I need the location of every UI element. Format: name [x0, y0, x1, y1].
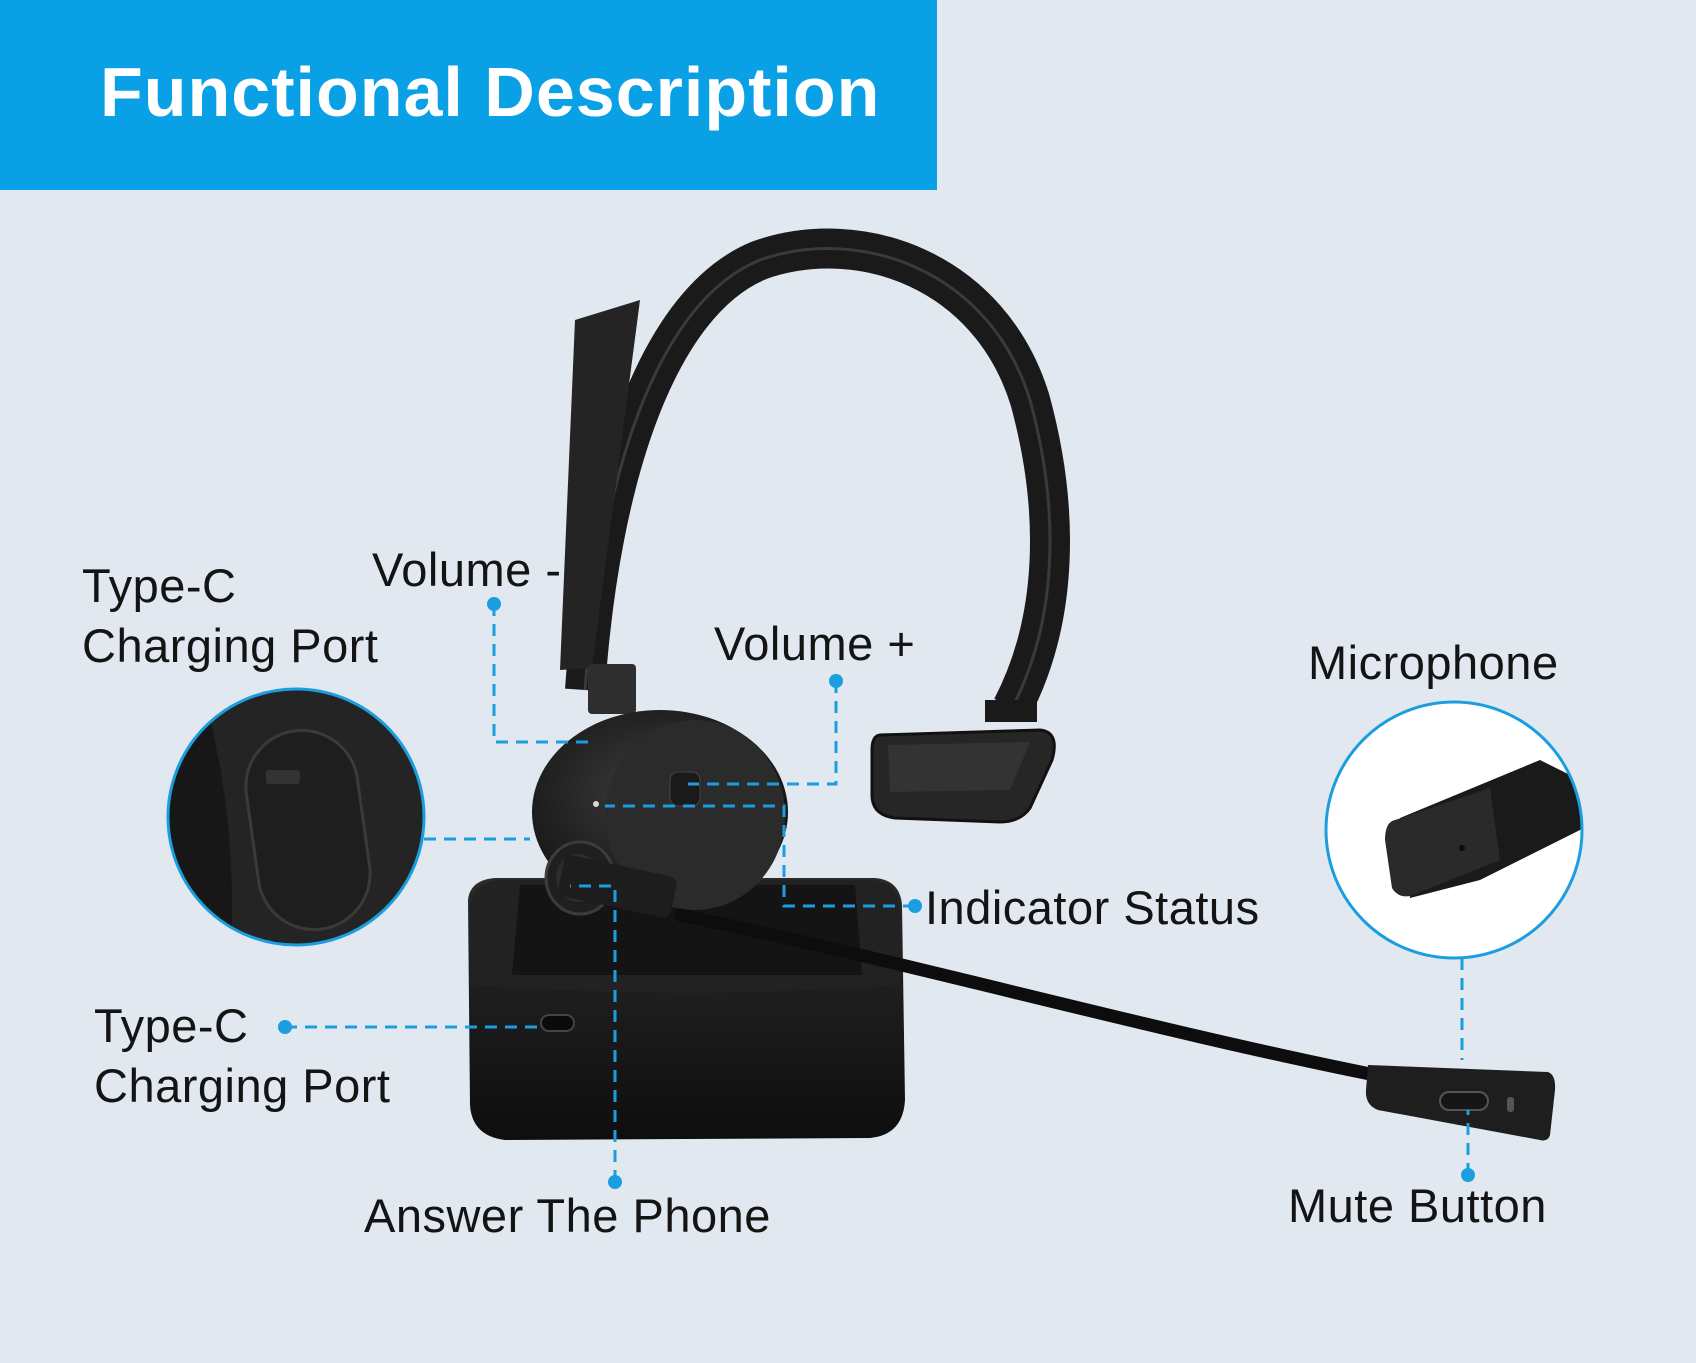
- microphone-zoom-circle: [1324, 700, 1584, 960]
- dot-mute: [1461, 1168, 1475, 1182]
- leader-volume-minus: [492, 604, 588, 744]
- dot-volume-plus: [829, 674, 843, 688]
- type-c-base-label: Type-C Charging Port: [94, 996, 391, 1116]
- callout-lines: [285, 604, 1470, 1182]
- dot-indicator: [908, 899, 922, 913]
- volume-plus-label: Volume +: [714, 617, 916, 670]
- type-c-top-label: Type-C Charging Port: [82, 556, 379, 676]
- leader-indicator: [605, 804, 915, 908]
- port-zoom-circle: [166, 687, 426, 947]
- answer-phone-label: Answer The Phone: [364, 1189, 771, 1242]
- dot-volume-minus: [487, 597, 501, 611]
- callout-dots: [278, 597, 1475, 1189]
- dot-answer: [608, 1175, 622, 1189]
- title-banner: Functional Description: [0, 0, 937, 190]
- leader-answer: [570, 884, 617, 1182]
- boom-mic: [558, 855, 1556, 1141]
- leader-volume-plus: [688, 681, 838, 786]
- type-c-base-line1: Type-C: [94, 999, 249, 1052]
- type-c-base-line2: Charging Port: [94, 1059, 391, 1112]
- indicator-status-label: Indicator Status: [925, 881, 1260, 934]
- dot-type-c-base: [278, 1020, 292, 1034]
- microphone-label: Microphone: [1308, 636, 1559, 689]
- type-c-top-line2: Charging Port: [82, 619, 379, 672]
- mute-button-label: Mute Button: [1288, 1179, 1547, 1232]
- type-c-top-line1: Type-C: [82, 559, 237, 612]
- page-title: Functional Description: [100, 53, 881, 131]
- headband-pad: [870, 700, 1056, 824]
- headband: [560, 228, 1070, 718]
- volume-minus-label: Volume -: [372, 543, 562, 596]
